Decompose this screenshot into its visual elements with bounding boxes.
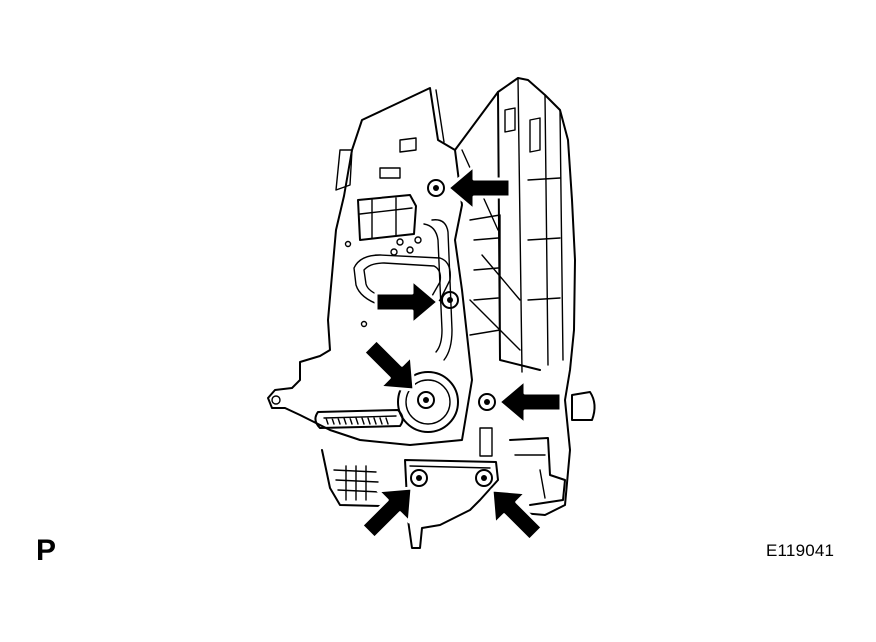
- bolt-1: [427, 179, 445, 197]
- bolt-6: [475, 469, 493, 487]
- bolts: [410, 179, 496, 487]
- bolt-5: [410, 469, 428, 487]
- figure-code: E119041: [766, 541, 835, 560]
- mounting-plate: [267, 87, 499, 549]
- view-label: P: [36, 534, 57, 567]
- bolt-3: [417, 391, 435, 409]
- bolt-4: [478, 393, 496, 411]
- arrow-2-icon: [374, 278, 440, 326]
- bolt-2: [441, 291, 459, 309]
- arrow-6-icon: [490, 488, 544, 542]
- rear-housing: [454, 77, 596, 516]
- arrow-1-icon: [446, 164, 512, 212]
- arrow-5-icon: [360, 486, 414, 540]
- arrow-4-icon: [497, 378, 563, 426]
- callout-arrows: [360, 164, 563, 542]
- arrow-3-icon: [362, 338, 416, 392]
